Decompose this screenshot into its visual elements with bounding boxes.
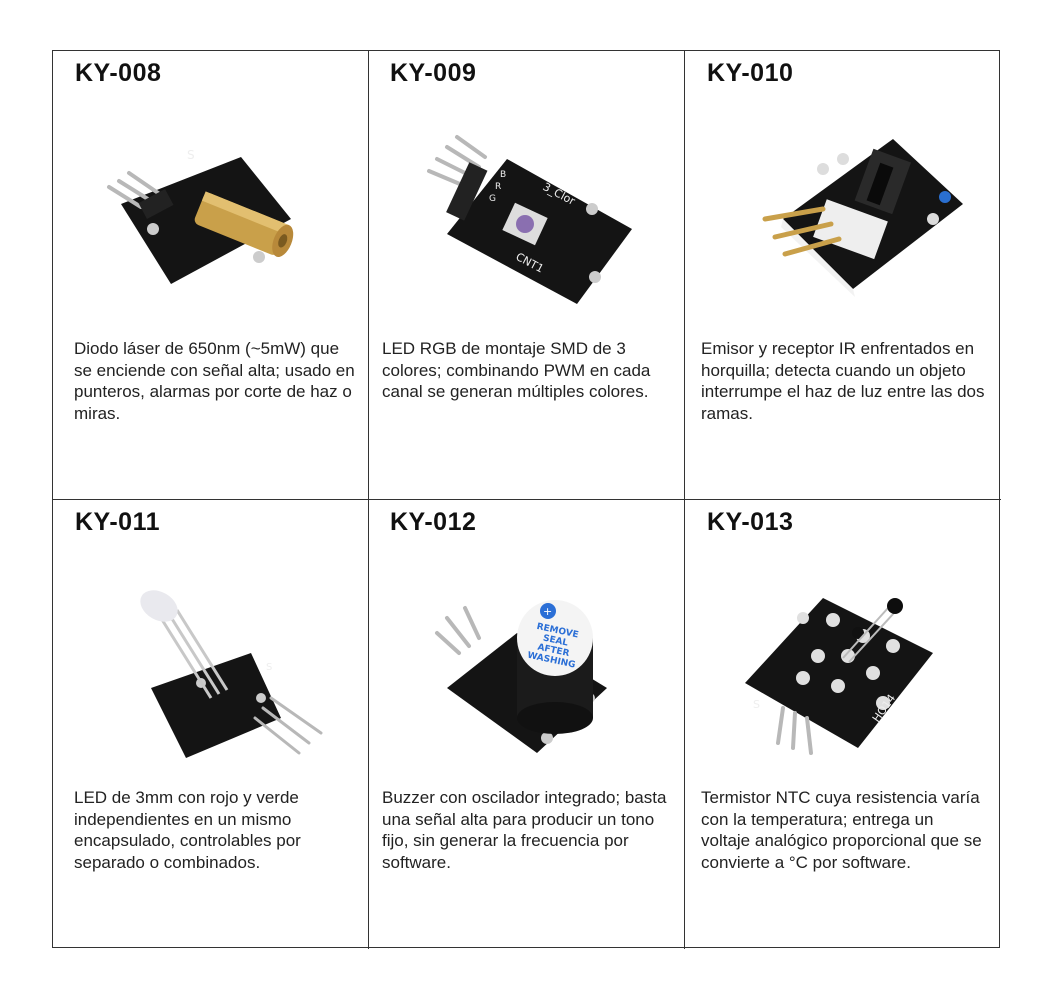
module-description: LED RGB de montaje SMD de 3 colores; com… — [382, 339, 651, 402]
module-description: LED de 3mm con rojo y verde independient… — [74, 788, 301, 873]
module-title: KY-009 — [390, 59, 477, 87]
module-title: KY-013 — [707, 508, 794, 536]
module-title: KY-011 — [75, 508, 161, 536]
svg-text:G: G — [489, 194, 496, 204]
module-description: Emisor y receptor IR enfrentados en horq… — [701, 339, 985, 424]
svg-text:+: + — [543, 605, 552, 618]
module-card-ky-011: KY-011 S LED de 3mm con rojo y verde ind… — [53, 500, 369, 949]
module-title: KY-010 — [707, 59, 794, 87]
module-title: KY-012 — [390, 508, 477, 536]
module-description: Buzzer con oscilador integrado; basta un… — [382, 788, 667, 873]
module-grid: KY-008 S Diodo láser de 650nm (~5mW) que… — [52, 50, 1001, 949]
svg-text:R: R — [495, 182, 501, 192]
svg-text:S: S — [187, 148, 195, 162]
module-card-ky-012: KY-012 + REMOVE SEAL AFTER WASHING Buzze… — [369, 500, 685, 949]
module-card-ky-008: KY-008 S Diodo láser de 650nm (~5mW) que… — [53, 51, 369, 500]
module-card-ky-009: KY-009 3_Clor CNT1 B R G LED RGB de mont… — [369, 51, 685, 500]
ir-photo-interrupter-module-icon — [762, 139, 963, 297]
rgb-smd-led-module-icon: 3_Clor CNT1 B R G — [427, 135, 632, 304]
svg-text:B: B — [500, 170, 506, 180]
ntc-thermistor-module-icon: HO14 S — [745, 598, 933, 755]
svg-text:S: S — [266, 662, 272, 673]
laser-module-icon: S — [107, 148, 294, 284]
active-buzzer-module-icon: + REMOVE SEAL AFTER WASHING — [435, 600, 607, 753]
module-description: Diodo láser de 650nm (~5mW) que se encie… — [74, 339, 355, 424]
two-color-led-module-icon: S — [140, 590, 323, 758]
module-card-ky-010: KY-010 Emisor y receptor IR enfrentados … — [685, 51, 1001, 500]
svg-text:S: S — [753, 698, 760, 711]
module-title: KY-008 — [75, 59, 162, 87]
module-description: Termistor NTC cuya resistencia varía con… — [701, 788, 982, 873]
module-card-ky-013: KY-013 HO14 S Termistor NTC cuya resist — [685, 500, 1001, 949]
